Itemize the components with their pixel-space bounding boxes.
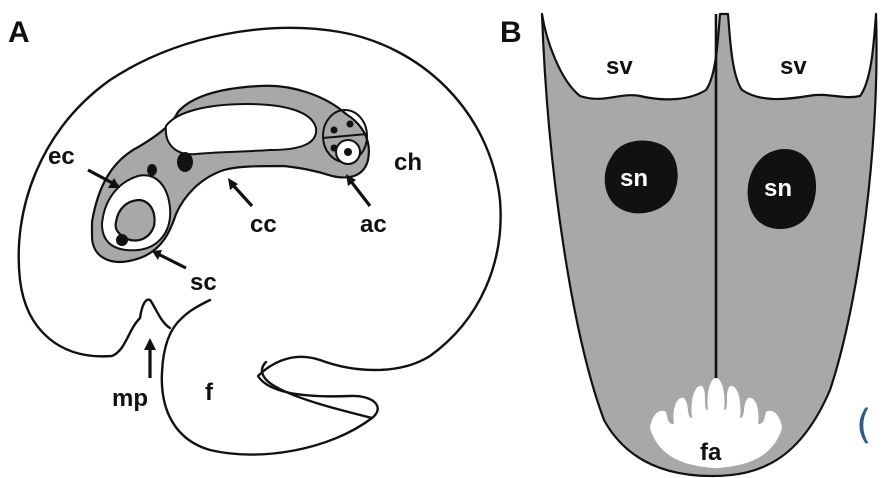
label-f: f — [205, 379, 214, 406]
panel-b: B sv sv sn sn fa — [500, 14, 877, 476]
label-sc: sc — [190, 269, 217, 296]
label-cc: cc — [250, 211, 277, 238]
label-fa: fa — [700, 439, 722, 466]
panel-b-letter: B — [500, 16, 522, 49]
panel-a: A — [8, 16, 501, 455]
label-sv-right: sv — [780, 53, 807, 80]
label-sn-right: sn — [764, 175, 792, 202]
label-ac: ac — [360, 211, 387, 238]
label-ch: ch — [394, 149, 422, 176]
canal-nucleus — [177, 152, 193, 172]
central-canal-lumen — [166, 104, 316, 154]
edge-parenthesis: ( — [856, 402, 872, 448]
medial-process — [140, 300, 170, 328]
arrow-ac — [350, 180, 370, 206]
label-sn-left: sn — [620, 165, 648, 192]
canal-nucleus-small — [147, 164, 157, 176]
label-sv-left: sv — [606, 53, 633, 80]
arrow-sc — [158, 254, 186, 268]
label-ec: ec — [48, 143, 75, 170]
arrow-cc — [232, 184, 252, 206]
canal-nucleus-lower — [116, 234, 128, 246]
label-mp: mp — [112, 385, 148, 412]
panel-a-letter: A — [8, 16, 30, 49]
